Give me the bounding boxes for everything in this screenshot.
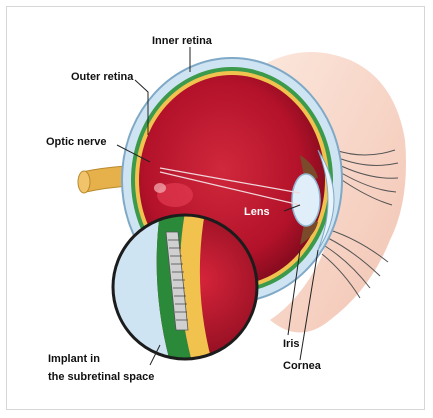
- lens-shape: [292, 174, 320, 226]
- label-inner-retina: Inner retina: [152, 35, 213, 47]
- label-implant-line1: Implant in: [48, 353, 100, 365]
- label-optic-nerve: Optic nerve: [46, 136, 107, 148]
- label-iris: Iris: [283, 338, 300, 350]
- label-implant-line2: the subretinal space: [48, 371, 154, 383]
- label-lens: Lens: [244, 206, 270, 218]
- label-cornea: Cornea: [283, 360, 322, 372]
- label-outer-retina: Outer retina: [71, 71, 134, 83]
